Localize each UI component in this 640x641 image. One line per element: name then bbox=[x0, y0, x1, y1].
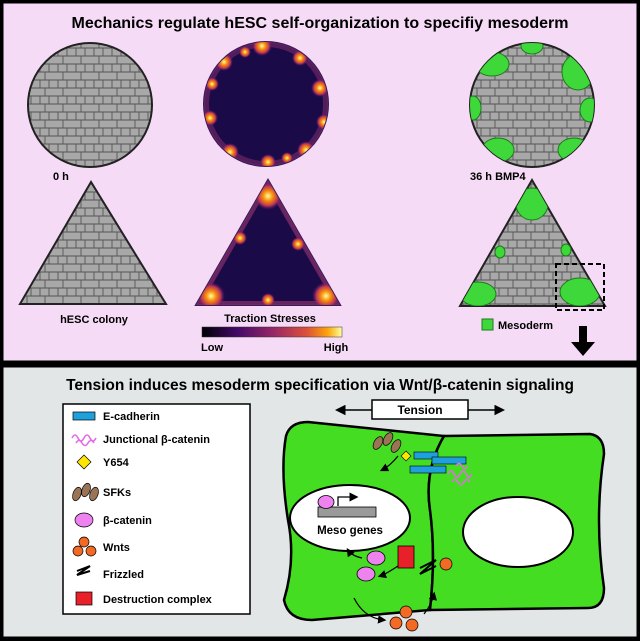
label-36h-bmp4: 36 h BMP4 bbox=[470, 171, 527, 183]
legend-label-e-cadherin: E-cadherin bbox=[103, 411, 160, 423]
bottom-panel: Tension induces mesoderm specification v… bbox=[0, 364, 640, 640]
legend-box: E-cadherin Junctional β-catenin Y654 SFK… bbox=[62, 403, 251, 615]
mesoderm-swatch-icon bbox=[481, 318, 494, 331]
junction-e-cadherin-1 bbox=[413, 451, 439, 460]
label-traction-stresses: Traction Stresses bbox=[224, 313, 316, 325]
junction-beta-catenin-2 bbox=[451, 478, 471, 486]
top-panel: Mechanics regulate hESC self-organizatio… bbox=[0, 0, 640, 364]
junction-y654 bbox=[400, 450, 412, 462]
cell-wnt bbox=[439, 557, 453, 571]
colorbar-low-label: Low bbox=[201, 342, 223, 354]
cell-pair: Meso genes bbox=[282, 420, 606, 632]
tension-label: Tension bbox=[397, 403, 442, 417]
right-nucleus bbox=[462, 496, 574, 568]
colorbar-high-label: High bbox=[324, 342, 349, 354]
legend-label-beta-catenin: β-catenin bbox=[103, 515, 152, 527]
meso-genes-label: Meso genes bbox=[317, 525, 383, 537]
zoom-box bbox=[555, 263, 605, 311]
tension-indicator: Tension bbox=[335, 399, 505, 420]
cell-destruction-complex bbox=[397, 545, 415, 569]
legend-label-destruction-complex: Destruction complex bbox=[103, 594, 213, 606]
e-cadherin-icon bbox=[72, 411, 96, 421]
legend-label-y654: Y654 bbox=[103, 457, 130, 469]
left-nucleus bbox=[289, 484, 411, 552]
transcription-arrow-icon bbox=[337, 492, 359, 506]
bottom-panel-title: Tension induces mesoderm specification v… bbox=[66, 377, 574, 394]
colony-circle-0h bbox=[27, 42, 153, 168]
destruction-complex-icon bbox=[75, 591, 93, 606]
label-0h: 0 h bbox=[53, 171, 69, 183]
colony-triangle-36h bbox=[458, 177, 607, 311]
junction-e-cadherin-3 bbox=[409, 465, 447, 474]
top-panel-title: Mechanics regulate hESC self-organizatio… bbox=[71, 15, 568, 32]
extracellular-wnts bbox=[389, 605, 419, 632]
nuclear-beta-catenin-icon bbox=[317, 495, 335, 509]
label-hesc-colony: hESC colony bbox=[60, 314, 129, 326]
y654-icon bbox=[76, 454, 92, 470]
traction-colorbar bbox=[201, 326, 343, 338]
traction-circle bbox=[203, 41, 329, 167]
legend-label-junctional-beta-catenin: Junctional β-catenin bbox=[103, 434, 210, 446]
junction-sfks bbox=[372, 432, 402, 453]
wnt-icon bbox=[72, 536, 97, 557]
cytoplasm-beta-catenin-2 bbox=[356, 566, 376, 582]
beta-catenin-icon bbox=[74, 512, 94, 528]
legend-mesoderm-label: Mesoderm bbox=[498, 320, 553, 332]
legend-label-frizzled: Frizzled bbox=[103, 569, 144, 581]
cell-frizzled bbox=[419, 559, 437, 575]
meso-genes-dna bbox=[317, 506, 377, 518]
junction-e-cadherin-2 bbox=[431, 456, 467, 465]
down-arrow-icon bbox=[571, 326, 595, 356]
junction-beta-catenin-1 bbox=[447, 470, 473, 478]
sfk-icon bbox=[72, 482, 99, 502]
colony-triangle-0h bbox=[18, 180, 168, 305]
frizzled-icon bbox=[76, 565, 91, 576]
legend-label-sfks: SFKs bbox=[103, 487, 131, 499]
legend-label-wnts: Wnts bbox=[103, 542, 130, 554]
cytoplasm-beta-catenin-1 bbox=[366, 550, 386, 566]
